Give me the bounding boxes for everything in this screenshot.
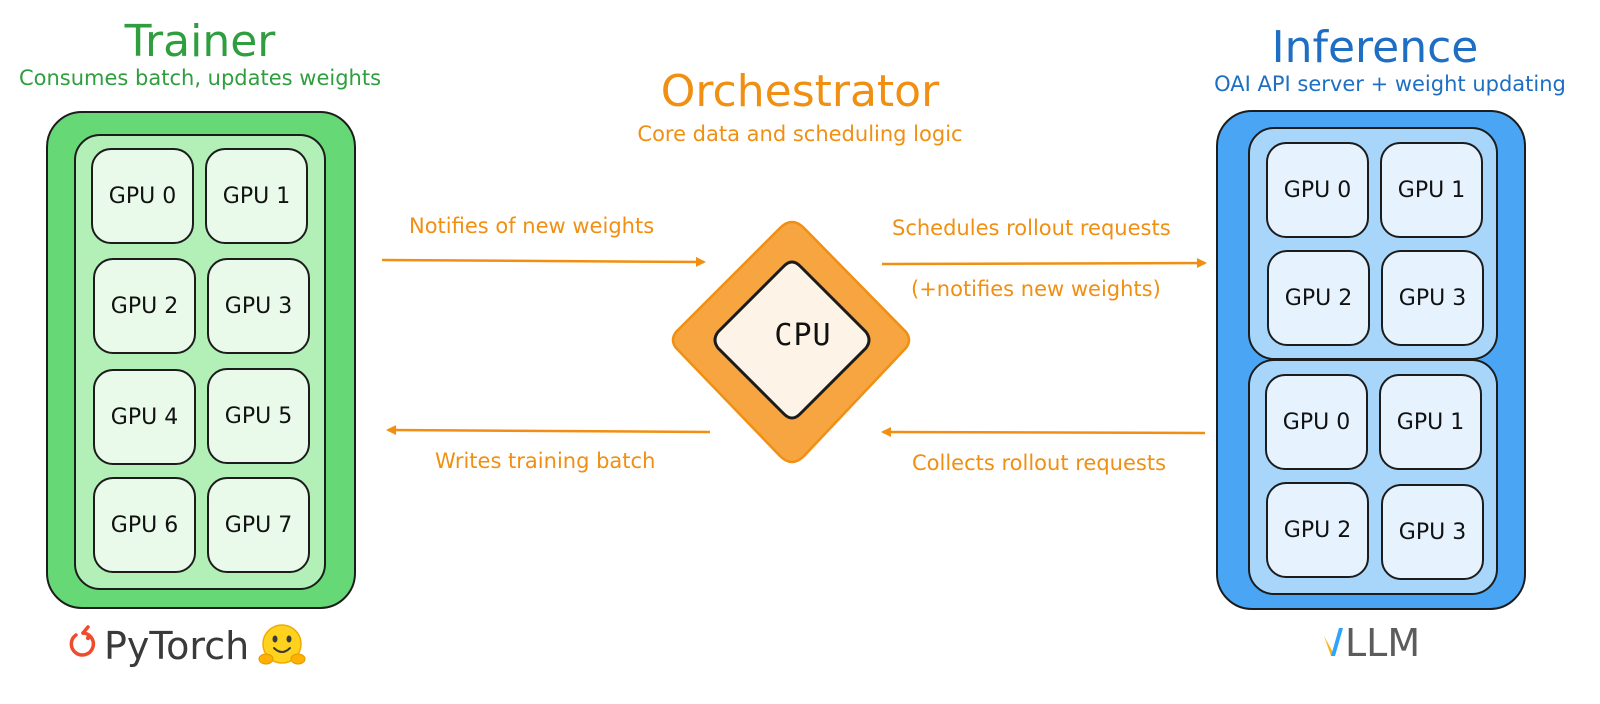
label-collects-rollout: Collects rollout requests [912,451,1167,475]
orchestrator-subtitle: Core data and scheduling logic [637,122,963,146]
trainer-gpu-3: GPU 3 [207,258,310,354]
pytorch-flame-icon [69,625,96,657]
inference-group1-gpu-3: GPU 3 [1381,250,1484,346]
vllm-logo-text: LLM [1345,621,1421,665]
orchestrator-title: Orchestrator [660,66,940,117]
inference-group2-gpu-3: GPU 3 [1381,484,1484,580]
cpu-diamond [713,260,871,420]
inference-group2-gpu-0: GPU 0 [1265,374,1368,470]
trainer-title: Trainer [124,16,276,67]
label-writes-training-batch: Writes training batch [435,449,656,473]
label-schedules-rollout: Schedules rollout requests [892,216,1171,240]
trainer-gpu-6: GPU 6 [93,477,196,573]
arrow-schedules-rollout [881,258,1207,269]
cpu-label: CPU [774,318,832,353]
trainer-gpu-2: GPU 2 [93,258,196,354]
trainer-gpu-4: GPU 4 [93,369,196,465]
trainer-gpu-5: GPU 5 [207,368,310,464]
inference-group1-gpu-0: GPU 0 [1266,142,1369,238]
trainer-gpu-0: GPU 0 [91,148,194,244]
pytorch-logo-text: PyTorch [104,624,250,668]
inference-group2-gpu-2: GPU 2 [1266,482,1369,578]
inference-group2-gpu-1: GPU 1 [1379,374,1482,470]
arrow-collects-rollout [881,427,1206,438]
trainer-gpu-7: GPU 7 [207,477,310,573]
inference-group1-gpu-1: GPU 1 [1380,142,1483,238]
label-notifies-new-weights-paren: (+notifies new weights) [911,277,1161,301]
inference-group1-gpu-2: GPU 2 [1267,250,1370,346]
arrow-writes-training-batch [386,425,711,436]
vllm-v-icon [1324,628,1343,656]
trainer-subtitle: Consumes batch, updates weights [18,66,382,90]
label-notifies-new-weights: Notifies of new weights [409,214,655,238]
inference-subtitle: OAI API server + weight updating [1214,72,1566,96]
trainer-gpu-1: GPU 1 [205,148,308,244]
arrow-notifies-new-weights [381,256,706,267]
hugging-face-icon [258,624,306,665]
inference-title: Inference [1271,22,1479,73]
